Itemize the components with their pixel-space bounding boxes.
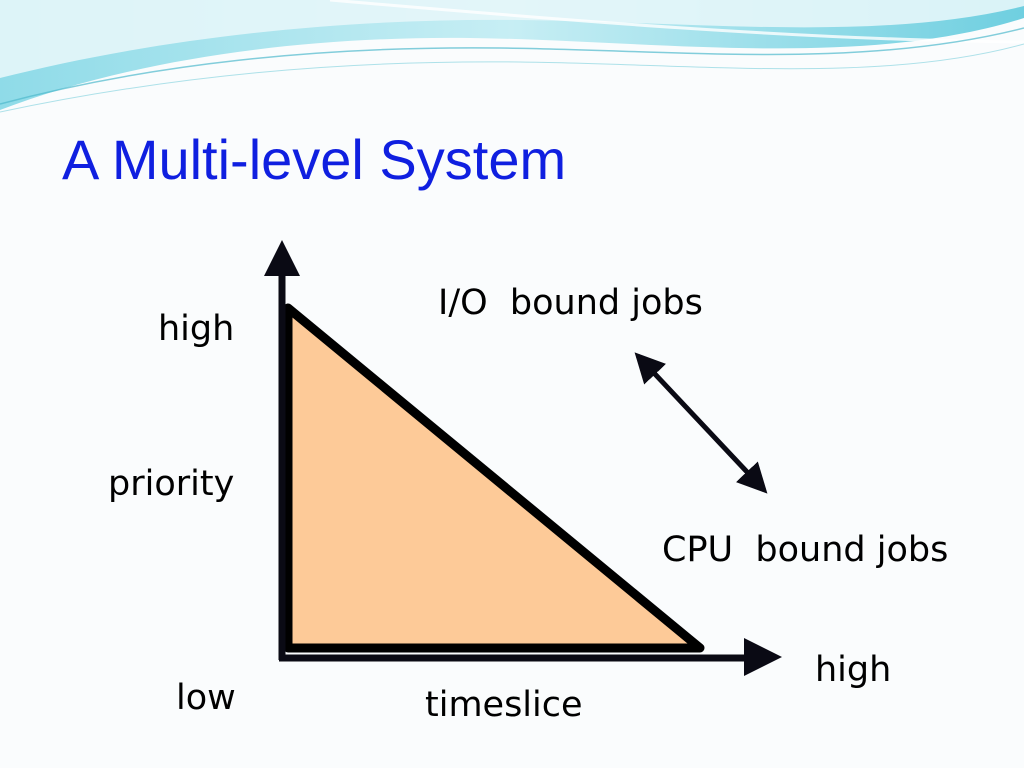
double-headed-arrow-icon <box>634 352 768 494</box>
decorative-wave-header <box>0 0 1024 113</box>
y-axis-high-label: high <box>158 309 235 349</box>
axis-low-label: low <box>176 678 236 718</box>
io-bound-jobs-label: I/O bound jobs <box>438 283 703 323</box>
right-arrowhead-icon <box>744 638 782 676</box>
cpu-bound-jobs-label: CPU bound jobs <box>662 530 949 570</box>
priority-timeslice-triangle <box>283 303 705 653</box>
x-axis-title: timeslice <box>425 685 583 725</box>
slide-title: A Multi-level System <box>62 128 567 191</box>
x-axis-high-label: high <box>815 650 892 690</box>
y-axis-title: priority <box>108 464 235 504</box>
up-arrowhead-icon <box>264 240 300 276</box>
